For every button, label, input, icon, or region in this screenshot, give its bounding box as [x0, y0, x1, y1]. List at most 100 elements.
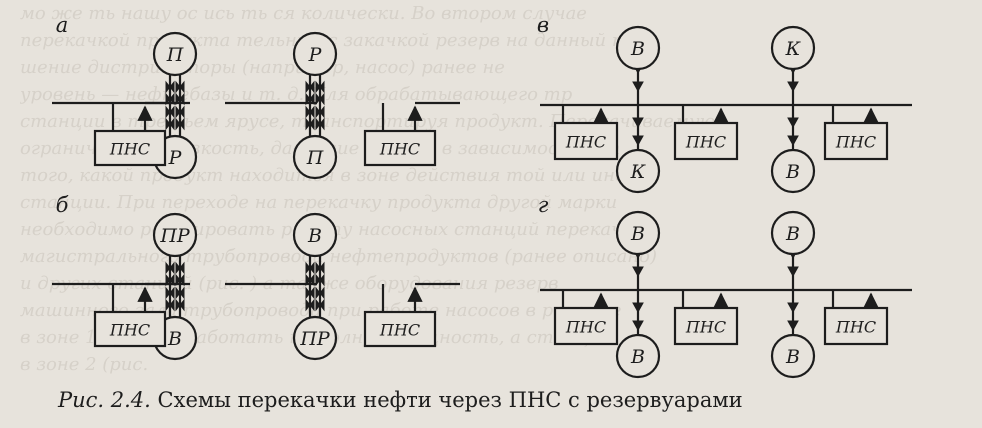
valve-symbol — [305, 273, 315, 287]
pump-station-box — [363, 310, 437, 348]
valve-symbol — [165, 286, 175, 300]
tank-circle — [770, 25, 816, 71]
pump-station-box — [673, 121, 739, 161]
tank-circle — [615, 210, 661, 256]
valve-symbol — [175, 261, 185, 275]
panel-letter-a: а — [56, 13, 69, 37]
valve-symbol — [305, 80, 315, 94]
valve-symbol — [175, 80, 185, 94]
valve-symbol — [787, 81, 799, 93]
pump-station-box — [553, 306, 619, 346]
bg-line: станции. При переходе на перекачку проду… — [20, 192, 618, 213]
valve-symbol — [315, 105, 325, 119]
panel-letter-g: г — [538, 193, 549, 217]
tank-label: В — [630, 346, 645, 368]
tank-circle — [770, 210, 816, 256]
valve-symbol — [165, 117, 175, 131]
pump-station-label: ПНС — [565, 318, 606, 337]
pump-station-box — [823, 121, 889, 161]
tank-circle — [152, 31, 198, 77]
pump-station-label: ПНС — [685, 318, 726, 337]
pump-station-label: ПНС — [685, 133, 726, 152]
valve-symbol — [165, 80, 175, 94]
valve-symbol — [632, 135, 644, 147]
valve-symbol — [165, 273, 175, 287]
caption-prefix: Рис. 2.4. — [58, 388, 151, 412]
tank-circle — [770, 148, 816, 194]
tank-label: К — [785, 38, 802, 60]
valve-symbol — [315, 273, 325, 287]
valve-symbol — [165, 298, 175, 312]
valve-symbol — [787, 320, 799, 332]
valve-symbol — [632, 117, 644, 129]
valve-symbol — [787, 117, 799, 129]
tank-label: В — [785, 161, 800, 183]
valve-symbol — [305, 117, 315, 131]
panel-letter-v: в — [537, 13, 549, 37]
valve-symbol — [175, 286, 185, 300]
valve-symbol — [305, 298, 315, 312]
valve-symbol — [787, 266, 799, 278]
tank-circle — [615, 148, 661, 194]
valve-symbol — [787, 135, 799, 147]
valve-symbol — [787, 302, 799, 314]
pump-station-label: ПНС — [835, 318, 876, 337]
valve-symbol — [165, 92, 175, 106]
caption-text: Схемы перекачки нефти через ПНС с резерв… — [157, 388, 743, 412]
tank-label: ПР — [299, 328, 331, 350]
valve-symbol — [305, 261, 315, 275]
tank-label: В — [630, 223, 645, 245]
valve-symbol — [305, 92, 315, 106]
panel-letter-b: б — [56, 193, 69, 217]
tank-label: В — [167, 328, 182, 350]
pump-station-label: ПНС — [109, 321, 150, 340]
pump-station-box — [363, 129, 437, 167]
valve-symbol — [175, 105, 185, 119]
tank-circle — [292, 315, 338, 361]
valve-symbol — [632, 81, 644, 93]
tank-label: К — [630, 161, 647, 183]
tank-label: ПР — [159, 225, 191, 247]
pump-station-box — [93, 129, 167, 167]
figure-caption: Рис. 2.4. Схемы перекачки нефти через ПН… — [58, 388, 743, 412]
valve-symbol — [315, 298, 325, 312]
tank-label: П — [166, 44, 184, 66]
tank-circle — [615, 25, 661, 71]
tank-label: В — [785, 223, 800, 245]
bg-line: уровень — нефтебазы и т. д. Пля обрабаты… — [20, 84, 573, 105]
valve-symbol — [315, 92, 325, 106]
tank-circle — [770, 333, 816, 379]
valve-symbol — [315, 117, 325, 131]
tank-label: В — [307, 225, 322, 247]
pump-station-label: ПНС — [565, 133, 606, 152]
pump-station-label: ПНС — [379, 321, 420, 340]
tank-label: В — [785, 346, 800, 368]
tank-label: Р — [168, 147, 183, 169]
valve-symbol — [175, 117, 185, 131]
valve-symbol — [315, 80, 325, 94]
valve-symbol — [315, 261, 325, 275]
pump-station-label: ПНС — [109, 140, 150, 159]
pump-station-box — [93, 310, 167, 348]
tank-circle — [615, 333, 661, 379]
valve-symbol — [175, 298, 185, 312]
valve-symbol — [175, 92, 185, 106]
pump-station-box — [553, 121, 619, 161]
tank-circle — [152, 212, 198, 258]
bg-line: шение дистрибуторы (например, насос) ран… — [20, 57, 505, 78]
valve-symbol — [632, 320, 644, 332]
valve-symbol — [632, 266, 644, 278]
tank-label: П — [306, 147, 324, 169]
pump-station-label: ПНС — [379, 140, 420, 159]
valve-symbol — [632, 302, 644, 314]
pump-station-box — [823, 306, 889, 346]
tank-circle — [292, 212, 338, 258]
bg-line: мо же ть нашу ос ись ть ся колически. Во… — [20, 3, 587, 24]
tank-label: Р — [308, 44, 323, 66]
valve-symbol — [305, 286, 315, 300]
pump-station-box — [673, 306, 739, 346]
valve-symbol — [315, 286, 325, 300]
valve-symbol — [165, 105, 175, 119]
tank-label: В — [630, 38, 645, 60]
